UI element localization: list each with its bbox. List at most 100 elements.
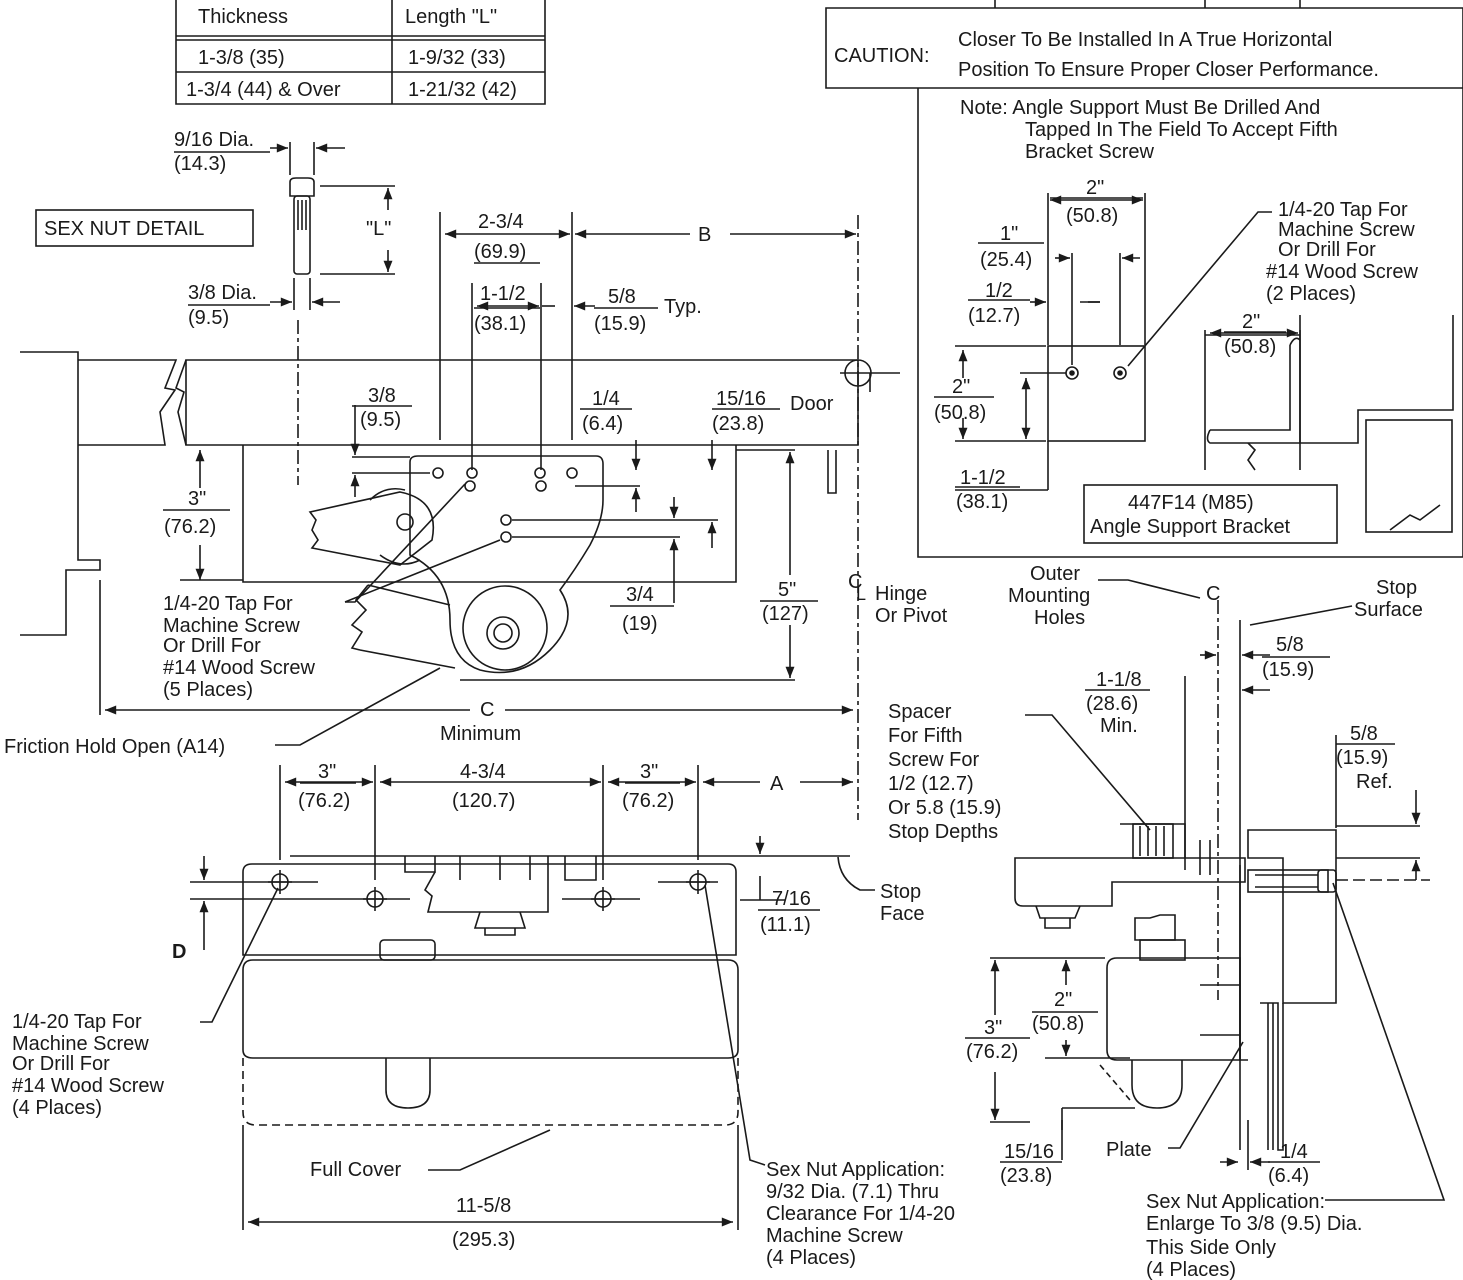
outer-holes-label: Mounting (1008, 585, 1090, 607)
dim-label: 2" (1086, 177, 1104, 199)
bracket-label: 447F14 (M85) (1128, 492, 1254, 514)
dim-label: (76.2) (298, 790, 350, 812)
angle-note: Bracket Screw (1025, 141, 1154, 163)
dim-label: (120.7) (452, 790, 515, 812)
dim-label: (25.4) (980, 249, 1032, 271)
sex-nut-detail (35, 142, 395, 310)
sex-nut-note: (4 Places) (766, 1247, 856, 1269)
dim-label: (23.8) (1000, 1165, 1052, 1187)
spacer-note: Stop Depths (888, 821, 998, 843)
table-cell: 1-9/32 (33) (408, 47, 506, 69)
dim-label: (76.2) (164, 516, 216, 538)
tap-note: 1/4-20 Tap For (163, 593, 293, 615)
stop-face-label: Face (880, 903, 924, 925)
door-label: Door (790, 393, 834, 415)
dim-label: 4-3/4 (460, 761, 506, 783)
sex-nut-note: Clearance For 1/4-20 (766, 1203, 955, 1225)
dim-label: 11-5/8 (456, 1195, 511, 1217)
dim-label: (9.5) (188, 307, 229, 329)
sex-nut-note: This Side Only (1146, 1237, 1276, 1259)
dim-label: (50.8) (934, 402, 986, 424)
top-view (20, 212, 900, 820)
tap-note: #14 Wood Screw (12, 1075, 164, 1097)
tap-note: #14 Wood Screw (163, 657, 315, 679)
dim-label: 3" (188, 488, 206, 510)
length-table (175, 0, 546, 105)
tap-note: Machine Screw (1278, 219, 1415, 241)
dim-label: 1-1/8 (1096, 669, 1142, 691)
caution-line: Closer To Be Installed In A True Horizon… (958, 29, 1332, 51)
table-cell: 1-3/4 (44) & Over (186, 79, 341, 101)
front-view (190, 765, 875, 1230)
dim-label: 2" (952, 376, 970, 398)
dim-label: (15.9) (594, 313, 646, 335)
spacer-note: Screw For (888, 749, 979, 771)
plate-label: Plate (1106, 1139, 1152, 1161)
caution-line: Position To Ensure Proper Closer Perform… (958, 59, 1379, 81)
stop-face-label: Stop (880, 881, 921, 903)
sex-nut-title: SEX NUT DETAIL (44, 218, 204, 240)
spacer-note: 1/2 (12.7) (888, 773, 974, 795)
dim-label: 3/8 (368, 385, 396, 407)
spacer-note: Spacer (888, 701, 952, 723)
dim-label: 5/8 (608, 286, 636, 308)
dim-label: Ref. (1356, 771, 1393, 793)
dim-label: 1-1/2 (960, 467, 1006, 489)
dim-label: (14.3) (174, 153, 226, 175)
dim-label: A (770, 773, 784, 795)
dim-label: (6.4) (582, 413, 623, 435)
dim-label: (50.8) (1032, 1013, 1084, 1035)
angle-note: Note: Angle Support Must Be Drilled And (960, 97, 1320, 119)
sex-nut-note: Sex Nut Application: (766, 1159, 945, 1181)
dim-label: (38.1) (956, 491, 1008, 513)
dim-label: (127) (762, 603, 809, 625)
dim-label: 15/16 (1004, 1141, 1054, 1163)
dim-label: (15.9) (1262, 659, 1314, 681)
tap-note: Machine Screw (12, 1033, 149, 1055)
centerline-label: C (1206, 583, 1220, 605)
dim-label: (38.1) (474, 313, 526, 335)
tap-note: (4 Places) (12, 1097, 102, 1119)
dim-label: 1" (1000, 223, 1018, 245)
outer-holes-label: Holes (1034, 607, 1085, 629)
centerline-label: L (856, 584, 866, 604)
dim-label: Minimum (440, 723, 521, 745)
spacer-note: For Fifth (888, 725, 962, 747)
caution-label: CAUTION: (834, 45, 930, 67)
dim-label: 3" (640, 761, 658, 783)
caution-box (825, 0, 1463, 89)
dim-label: 2" (1054, 989, 1072, 1011)
dim-label: (295.3) (452, 1229, 515, 1251)
bracket-label: Angle Support Bracket (1090, 516, 1291, 538)
tap-note: 1/4-20 Tap For (1278, 199, 1408, 221)
tap-note: #14 Wood Screw (1266, 261, 1418, 283)
sex-nut-note: Machine Screw (766, 1225, 903, 1247)
dim-label: 7/16 (772, 888, 811, 910)
dim-label: B (698, 224, 711, 246)
dim-label: 2-3/4 (478, 211, 524, 233)
dim-label: (76.2) (966, 1041, 1018, 1063)
centerline-label: C (848, 571, 862, 593)
sex-nut-note: (4 Places) (1146, 1259, 1236, 1280)
dim-label: (11.1) (760, 914, 811, 936)
sex-nut-note: 9/32 Dia. (7.1) Thru (766, 1181, 939, 1203)
tap-note: (2 Places) (1266, 283, 1356, 305)
sex-nut-note: Sex Nut Application: (1146, 1191, 1325, 1213)
dim-label: 5" (778, 579, 796, 601)
tap-note: Or Drill For (163, 635, 261, 657)
dim-label: (23.8) (712, 413, 764, 435)
side-view (990, 579, 1446, 1201)
dim-label: 3/8 Dia. (188, 282, 257, 304)
table-header-length: Length "L" (405, 6, 497, 28)
dim-label: (19) (622, 613, 658, 635)
dim-label: (28.6) (1086, 693, 1138, 715)
dim-label: 3" (318, 761, 336, 783)
dim-label: 9/16 Dia. (174, 129, 254, 151)
dim-label: 1-1/2 (480, 283, 526, 305)
tap-note: (5 Places) (163, 679, 253, 701)
dim-label: (6.4) (1268, 1165, 1309, 1187)
tap-note: Or Drill For (12, 1053, 110, 1075)
dim-label: 2" (1242, 311, 1260, 333)
dim-label: "L" (366, 218, 391, 240)
